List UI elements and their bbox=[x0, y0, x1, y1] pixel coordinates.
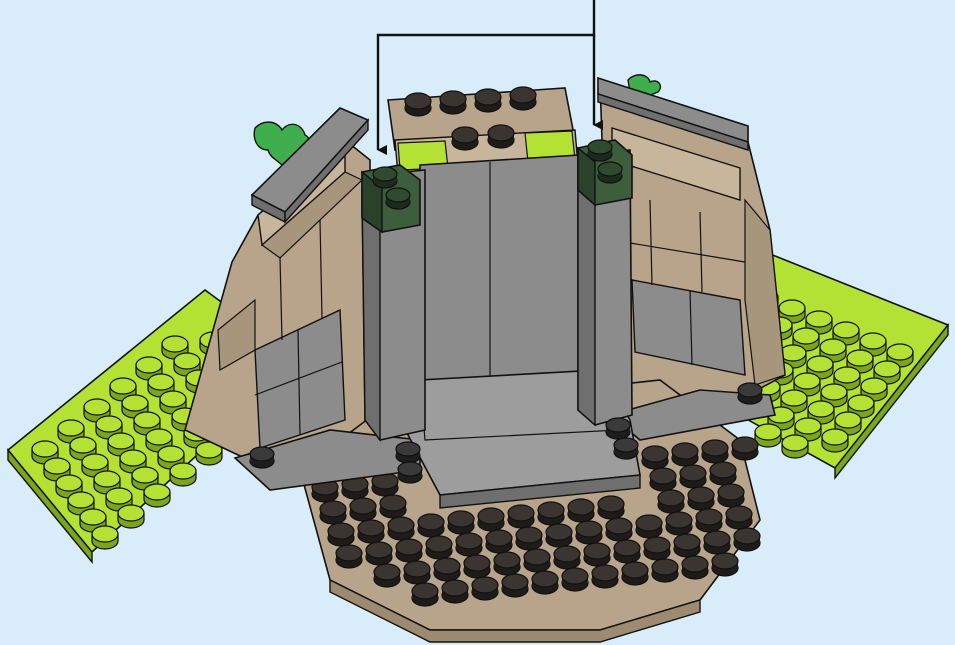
stud bbox=[712, 553, 738, 576]
stud bbox=[418, 514, 444, 537]
stud bbox=[622, 562, 648, 585]
stud bbox=[516, 527, 542, 550]
dark-green-brick-right bbox=[578, 140, 632, 205]
stud bbox=[680, 465, 706, 488]
stud bbox=[554, 546, 580, 569]
stud bbox=[336, 545, 362, 568]
stud bbox=[388, 517, 414, 540]
stud bbox=[350, 498, 376, 521]
stud bbox=[658, 490, 684, 513]
stud bbox=[426, 536, 452, 559]
stud bbox=[412, 583, 438, 606]
stud bbox=[475, 89, 501, 112]
stud bbox=[170, 463, 196, 486]
stud bbox=[666, 512, 692, 535]
stud bbox=[472, 577, 498, 600]
stud bbox=[144, 484, 170, 507]
stud bbox=[434, 558, 460, 581]
stud bbox=[702, 440, 728, 463]
stud bbox=[682, 556, 708, 579]
stud bbox=[494, 552, 520, 575]
stud bbox=[598, 496, 624, 519]
stud bbox=[320, 501, 346, 524]
stud bbox=[532, 571, 558, 594]
stud bbox=[614, 540, 640, 563]
stud bbox=[358, 520, 384, 543]
stud bbox=[538, 502, 564, 525]
stud bbox=[92, 526, 118, 549]
stud bbox=[456, 533, 482, 556]
dark-green-brick-left bbox=[362, 165, 420, 232]
stud bbox=[755, 424, 781, 447]
stud bbox=[405, 93, 431, 116]
stud bbox=[452, 127, 478, 150]
stud bbox=[478, 508, 504, 531]
stud bbox=[380, 495, 406, 518]
stud bbox=[486, 530, 512, 553]
stud bbox=[782, 435, 808, 458]
stud bbox=[440, 91, 466, 114]
stud bbox=[508, 505, 534, 528]
stud bbox=[502, 574, 528, 597]
stud bbox=[396, 539, 422, 562]
stud bbox=[726, 506, 752, 529]
stud bbox=[606, 518, 632, 541]
stud bbox=[732, 437, 758, 460]
stud bbox=[118, 505, 144, 528]
stud bbox=[652, 559, 678, 582]
stud bbox=[644, 537, 670, 560]
stud bbox=[718, 484, 744, 507]
stud bbox=[546, 524, 572, 547]
stud bbox=[442, 580, 468, 603]
stud bbox=[704, 531, 730, 554]
stud bbox=[488, 125, 514, 148]
stud bbox=[672, 443, 698, 466]
stud bbox=[404, 561, 430, 584]
stud bbox=[696, 509, 722, 532]
stud bbox=[584, 543, 610, 566]
stud bbox=[524, 549, 550, 572]
stud bbox=[510, 87, 536, 110]
stud bbox=[688, 487, 714, 510]
left-tan-wall bbox=[185, 108, 370, 470]
stud bbox=[592, 565, 618, 588]
stud bbox=[674, 534, 700, 557]
stud bbox=[822, 429, 848, 452]
stud bbox=[448, 511, 474, 534]
stud bbox=[464, 555, 490, 578]
stud bbox=[562, 568, 588, 591]
stud bbox=[710, 462, 736, 485]
stud bbox=[642, 446, 668, 469]
stud bbox=[366, 542, 392, 565]
stud bbox=[328, 523, 354, 546]
stud bbox=[568, 499, 594, 522]
stud bbox=[734, 528, 760, 551]
stud bbox=[650, 468, 676, 491]
stud bbox=[576, 521, 602, 544]
stud bbox=[636, 515, 662, 538]
stud bbox=[374, 564, 400, 587]
